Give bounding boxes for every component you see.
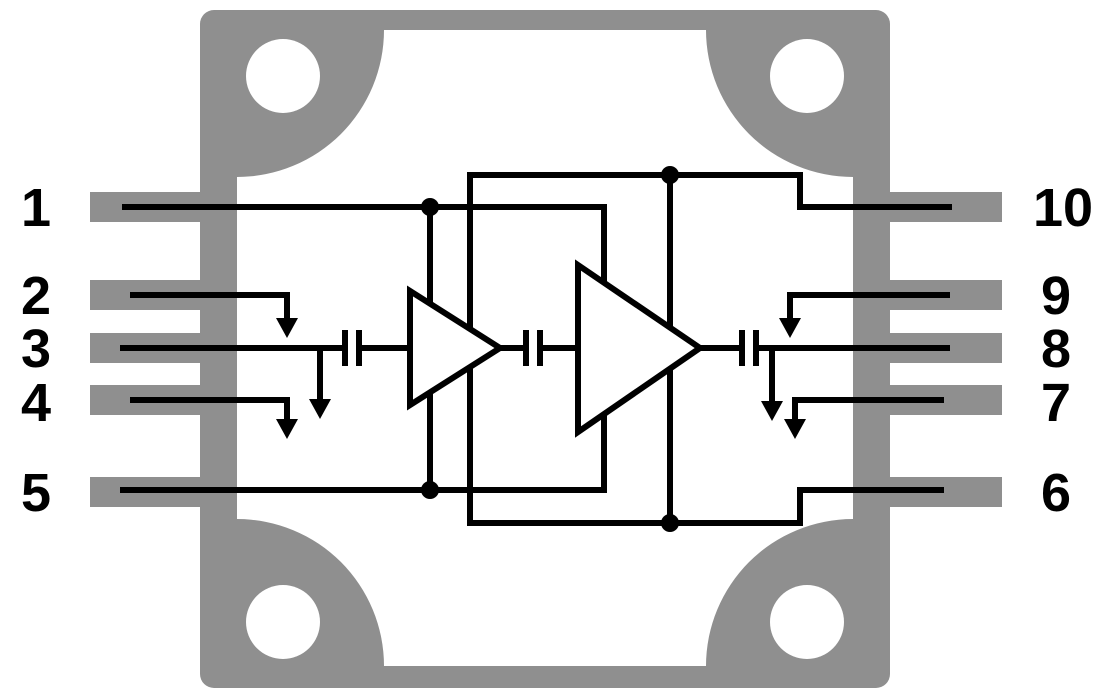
pin-label-4: 4 [21, 373, 51, 433]
pin-label-3: 3 [21, 319, 51, 379]
down-arrow-icon [784, 419, 806, 439]
ground-trace [130, 397, 290, 422]
ground-arrow-pin7 [784, 397, 944, 439]
pin-label-10: 10 [1033, 178, 1093, 238]
ground-arrow-pin9 [779, 292, 950, 338]
down-arrow-icon [309, 399, 331, 419]
trace-pin5-to-stage2-bottom [120, 414, 607, 493]
ground-arrow-input [309, 348, 331, 419]
junction-dot-bottom-right [661, 514, 679, 532]
pin-label-2: 2 [21, 266, 51, 326]
trace-pin1-to-stage2-top [122, 204, 607, 283]
ground-arrow-output [761, 348, 783, 421]
pin-labels: 1 2 3 4 5 10 9 8 7 6 [21, 178, 1093, 523]
amplifier-stage-2-icon [575, 259, 706, 438]
pin-label-9: 9 [1041, 266, 1071, 326]
pin-label-8: 8 [1041, 319, 1071, 379]
coupling-capacitor-1 [342, 330, 362, 366]
coupling-capacitor-3 [739, 330, 759, 366]
ground-trace [792, 397, 944, 422]
mounting-hole-bottom-right [770, 585, 844, 659]
down-arrow-icon [276, 318, 298, 338]
junction-dot-top-right [661, 166, 679, 184]
ground-arrow-pin2 [130, 292, 298, 338]
pin-label-7: 7 [1041, 373, 1071, 433]
pin-label-6: 6 [1041, 463, 1071, 523]
pin-label-5: 5 [21, 463, 51, 523]
down-arrow-icon [276, 419, 298, 439]
ground-arrow-pin4 [130, 397, 298, 439]
amplifier-stage-1-icon [407, 285, 506, 411]
junction-dot-top-left [421, 198, 439, 216]
mounting-hole-top-right [770, 39, 844, 113]
ground-trace [130, 292, 290, 321]
mounting-hole-top-left [246, 39, 320, 113]
down-arrow-icon [761, 401, 783, 421]
coupling-capacitor-2 [523, 330, 543, 366]
package [90, 10, 1002, 688]
pin-label-1: 1 [21, 178, 51, 238]
junction-dot-bottom-left [421, 481, 439, 499]
ground-trace [787, 292, 950, 321]
mounting-hole-bottom-left [246, 585, 320, 659]
down-arrow-icon [779, 318, 801, 338]
